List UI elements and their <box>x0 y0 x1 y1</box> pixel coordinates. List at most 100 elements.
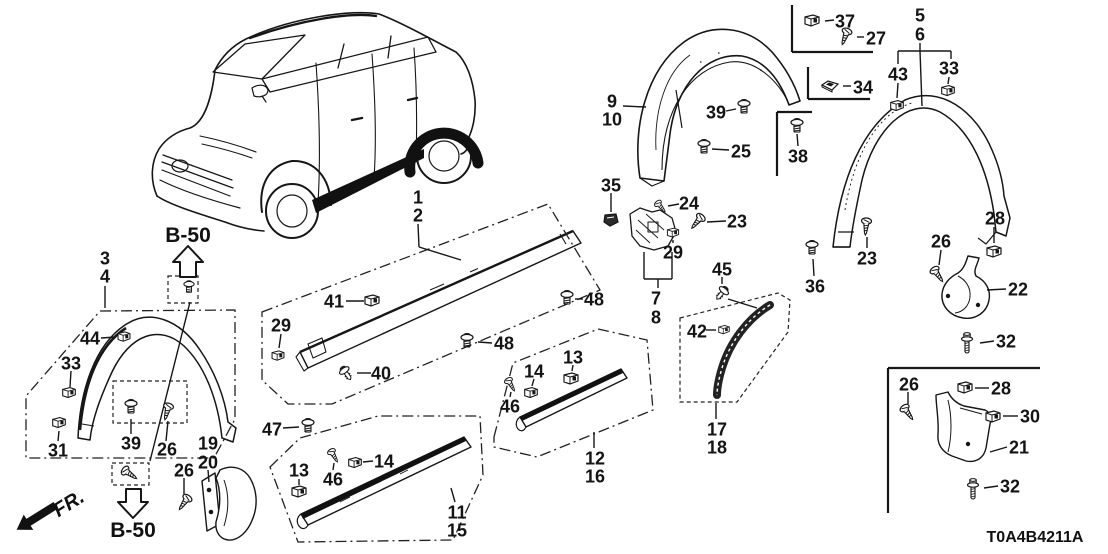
leader-line <box>362 460 374 463</box>
part-label: 33 <box>61 353 81 373</box>
leader-lines <box>57 19 1018 503</box>
car-mirror <box>251 84 269 103</box>
clip-icon <box>52 417 66 429</box>
part-label: 1 <box>413 187 423 207</box>
leader-line <box>896 82 899 99</box>
car-handles <box>350 96 419 122</box>
b50-ref-front: B-50 <box>165 224 211 247</box>
part-label: 47 <box>262 419 282 439</box>
car-windshield <box>212 34 306 80</box>
car-sill-garnish <box>312 149 424 213</box>
leader-line <box>531 378 535 387</box>
part-label: 16 <box>585 466 605 486</box>
group-box-11-15 <box>269 415 484 543</box>
leader-line <box>919 50 923 107</box>
part-label: 39 <box>121 433 141 453</box>
leader-line <box>824 19 835 22</box>
mud-guard-22 <box>941 255 991 319</box>
part-label: 32 <box>1000 476 1020 496</box>
part-label: 29 <box>663 242 683 262</box>
part-label: 18 <box>707 437 727 457</box>
mud-guard-19-20 <box>201 466 257 541</box>
part-label: 2 <box>413 205 423 225</box>
diagram-code: T0A4B4211A <box>987 529 1084 546</box>
grommet-icon <box>805 239 819 255</box>
leader-line <box>989 446 1008 453</box>
screw-icon <box>119 464 141 484</box>
fr-arrow-icon <box>16 501 58 530</box>
screw-icon <box>687 211 708 232</box>
part-label: 24 <box>679 193 699 213</box>
leader-line <box>711 148 730 151</box>
leader-line <box>149 301 191 462</box>
screw-icon <box>928 264 948 286</box>
part-label: 11 <box>447 502 466 522</box>
screw-icon <box>325 446 342 465</box>
side-protector-11-15 <box>296 436 472 530</box>
part-label: 15 <box>447 520 467 540</box>
clip-icon <box>117 331 131 342</box>
car-front-arch <box>260 159 332 213</box>
part-label: 23 <box>857 248 877 268</box>
leader-line <box>979 340 995 344</box>
quarter-protector-17-18 <box>713 301 774 399</box>
screw-icon <box>174 492 194 514</box>
clip-icon <box>957 381 973 394</box>
part-label: 13 <box>563 347 583 367</box>
leader-line <box>69 370 72 388</box>
group-box-17-18 <box>679 292 791 403</box>
part-label: 9 <box>607 91 617 111</box>
leader-line <box>417 223 420 248</box>
clip-icon <box>271 350 285 361</box>
car-pillars <box>337 35 392 69</box>
clip-icon <box>563 372 579 385</box>
clip-icon <box>718 325 730 335</box>
detail-box <box>167 275 199 304</box>
b50-arrow-up <box>172 245 204 278</box>
clip-icon <box>666 227 680 238</box>
car-headlight <box>199 135 257 159</box>
part-label: 48 <box>494 333 514 353</box>
clip-flat-icon <box>821 80 839 93</box>
part-label: 45 <box>712 259 732 279</box>
group-outlines <box>25 203 791 543</box>
part-label: 34 <box>853 77 873 97</box>
group-box-12-16 <box>493 328 654 458</box>
leader-line <box>332 462 335 471</box>
rivet-icon <box>336 363 356 384</box>
part-label: 32 <box>996 331 1016 351</box>
leader-line <box>477 341 493 344</box>
clip-icon <box>62 387 76 399</box>
part-label: 48 <box>584 289 604 309</box>
vehicle-illustration <box>151 11 484 239</box>
leader-line <box>100 336 117 339</box>
fr-direction-label: FR. <box>49 486 88 522</box>
clip-icon <box>524 387 538 399</box>
grommet-icon <box>183 280 195 293</box>
car-front-lower <box>156 195 265 232</box>
part-label: 3 <box>100 248 110 268</box>
side-protector-1-2 <box>295 229 582 372</box>
leader-line <box>509 391 512 398</box>
leader-line <box>622 105 647 108</box>
part-label: 42 <box>687 321 707 341</box>
car-front-wheel <box>265 183 319 239</box>
clip-icon <box>985 410 1001 423</box>
part-label: 10 <box>602 109 622 129</box>
part-label: 39 <box>706 102 726 122</box>
grommet-icon <box>697 138 711 154</box>
part-label: 46 <box>323 469 343 489</box>
detail-boxes <box>111 275 199 486</box>
grommet-icon <box>737 98 751 114</box>
screw-icon <box>859 216 873 237</box>
leader-line <box>727 298 758 309</box>
part-label: 23 <box>727 211 747 231</box>
mud-guard-21 <box>935 391 992 463</box>
part-label: 8 <box>651 307 661 327</box>
part-label: 26 <box>157 439 177 459</box>
clip-icon <box>364 294 380 307</box>
protector-strip <box>713 301 774 399</box>
bolt-icon <box>966 478 980 500</box>
leader-line <box>706 220 727 223</box>
